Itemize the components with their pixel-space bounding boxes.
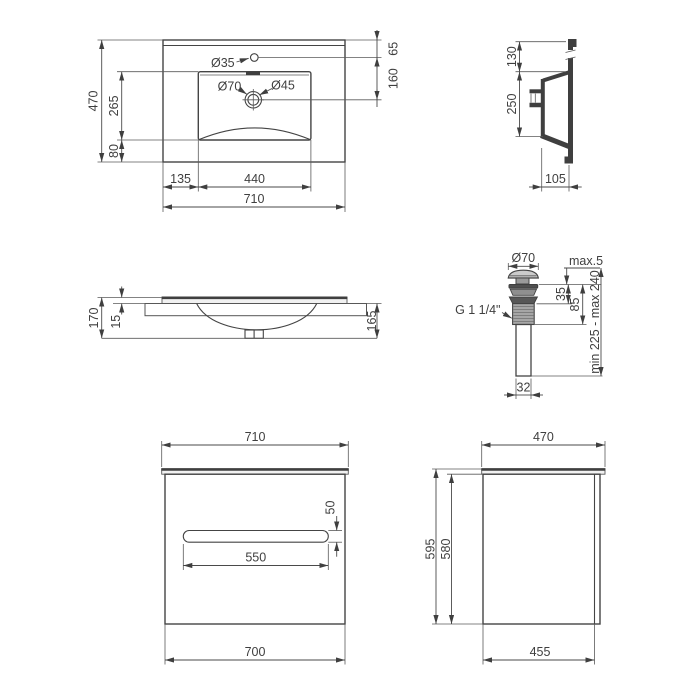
dim-rim-height: 130 bbox=[505, 46, 519, 67]
cabinet-body-front bbox=[164, 473, 346, 625]
handle-slot bbox=[182, 529, 329, 543]
dim-left-offset: 135 bbox=[170, 172, 191, 186]
basin-outline bbox=[197, 70, 312, 141]
view-drain-assembly: Ø70 max.5 35 85 min 225 - max 240 G 1 1/… bbox=[455, 251, 604, 399]
drain-thread bbox=[512, 303, 535, 326]
countertop-outline bbox=[162, 39, 346, 163]
faucet-hole bbox=[249, 53, 259, 62]
dimensions-cabinet-side-top: 470 bbox=[481, 430, 606, 467]
dim-cap-dia: Ø70 bbox=[511, 251, 535, 265]
label-thread-size: G 1 1/4" bbox=[455, 303, 500, 317]
view-sink-front-section: 170 15 165 bbox=[87, 286, 382, 339]
dimensions-sink-top: 470 265 80 65 160 135 440 710 bbox=[87, 30, 401, 212]
dim-total-height: 170 bbox=[87, 308, 101, 329]
dim-handle-height: 50 bbox=[324, 501, 338, 515]
drain-cap bbox=[507, 269, 539, 279]
mounting-frame bbox=[144, 303, 367, 317]
dim-tube-dia: 32 bbox=[517, 380, 531, 394]
dim-faucet-to-drain: 160 bbox=[387, 68, 401, 89]
dim-basin-width: 440 bbox=[244, 172, 265, 186]
bowl-curve bbox=[196, 303, 318, 331]
dim-ledge-depth: 105 bbox=[545, 172, 566, 186]
dim-front-ledge: 80 bbox=[107, 144, 121, 158]
dim-depth-overall: 470 bbox=[87, 91, 101, 112]
label-drain-outer-dia: Ø70 bbox=[218, 80, 242, 94]
dim-body-depth: 455 bbox=[530, 645, 551, 659]
drain-parts bbox=[507, 269, 539, 377]
drain-locknut bbox=[508, 296, 539, 305]
view-sink-side-section: 130 250 105 bbox=[505, 39, 582, 192]
dim-flange-to-nut: 35 bbox=[554, 287, 568, 301]
dim-cabinet-top-depth: 470 bbox=[533, 430, 554, 444]
dim-basin-depth: 265 bbox=[107, 95, 121, 116]
dim-body-height: 580 bbox=[439, 539, 453, 560]
dimensions-sink-front: 170 15 165 bbox=[87, 286, 382, 339]
dim-install-length: min 225 - max 240 bbox=[588, 270, 602, 374]
label-faucet-hole-dia: Ø35 bbox=[211, 56, 235, 70]
drain-hole bbox=[242, 89, 264, 111]
cabinet-body-side bbox=[482, 473, 601, 625]
dim-total-height-cabinet: 595 bbox=[424, 539, 438, 560]
dim-width-overall: 710 bbox=[244, 192, 265, 206]
drain-stub bbox=[244, 329, 264, 339]
sink-section-profile bbox=[529, 39, 577, 164]
dim-back-to-faucet: 65 bbox=[387, 42, 401, 56]
dim-handle-width: 550 bbox=[245, 551, 266, 565]
drain-tailpipe bbox=[515, 323, 532, 377]
dimensions-drain: Ø70 max.5 35 85 min 225 - max 240 G 1 1/… bbox=[455, 251, 604, 399]
dimensions-cabinet-front: 50 550 700 bbox=[164, 501, 346, 665]
dimensions-cabinet-side: 595 580 455 bbox=[424, 468, 595, 665]
dim-bowl-height: 250 bbox=[505, 94, 519, 115]
view-cabinet-side: 470 595 580 455 bbox=[424, 430, 606, 665]
dim-bowl-height-front: 165 bbox=[365, 311, 379, 332]
dim-body-width: 700 bbox=[245, 645, 266, 659]
drain-flange bbox=[508, 284, 539, 289]
dimensions-cabinet-front-top: 710 bbox=[161, 430, 349, 467]
label-drain-inner-dia: Ø45 bbox=[271, 78, 295, 92]
dim-flange-to-thread-end: 85 bbox=[568, 298, 582, 312]
overflow-slot bbox=[246, 71, 260, 76]
dim-cabinet-top-width: 710 bbox=[245, 430, 266, 444]
dim-cap-clearance: max.5 bbox=[569, 254, 603, 268]
drain-seal bbox=[509, 288, 538, 296]
view-sink-top: 470 265 80 65 160 135 440 710 bbox=[87, 30, 401, 212]
dim-top-thickness: 15 bbox=[109, 315, 123, 329]
drain-neck bbox=[515, 277, 530, 285]
basin-front-curve bbox=[198, 127, 311, 141]
dimensions-sink-side: 130 250 105 bbox=[505, 41, 582, 192]
view-cabinet-front: 710 50 550 700 bbox=[161, 430, 349, 665]
